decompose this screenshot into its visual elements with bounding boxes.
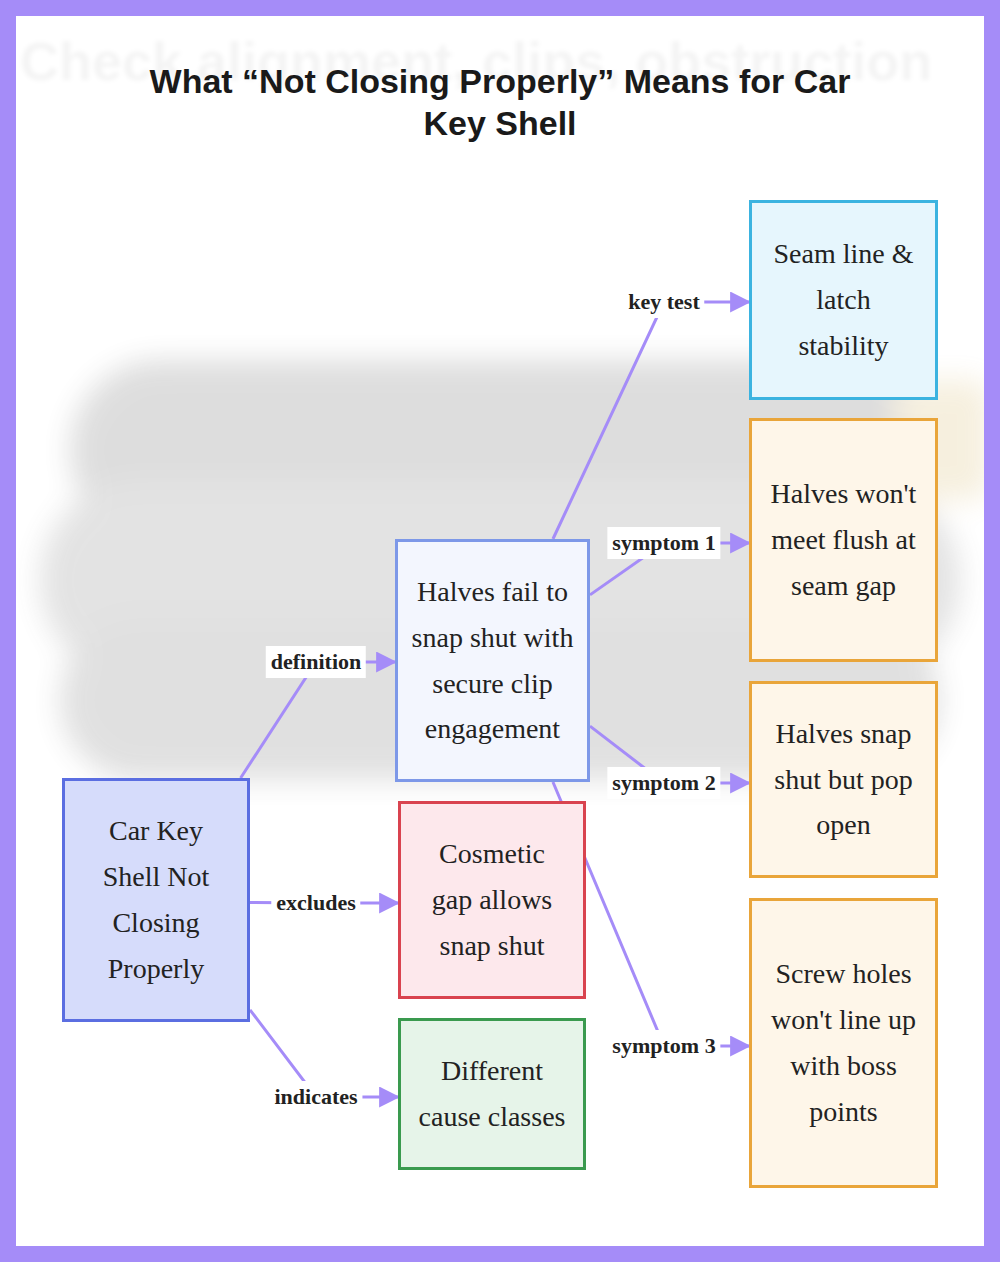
edge-label: symptom 3 <box>607 1030 720 1062</box>
node-text: Seam line & latch stability <box>770 231 917 369</box>
diagram-title: What “Not Closing Properly” Means for Ca… <box>140 60 860 144</box>
definition-box: Halves fail to snap shut with secure cli… <box>395 539 590 782</box>
connector-line <box>553 302 749 539</box>
node-text: Cosmetic gap allows snap shut <box>419 831 565 969</box>
symptom-box: Halves snap shut but pop open <box>749 681 938 878</box>
root-box: Car Key Shell Not Closing Properly <box>62 778 250 1022</box>
node-text: Halves fail to snap shut with secure cli… <box>408 569 577 753</box>
node-text: Car Key Shell Not Closing Properly <box>79 808 233 992</box>
cause-box: Different cause classes <box>398 1018 586 1170</box>
node-text: Halves won't meet flush at seam gap <box>766 471 921 609</box>
exclusion-box: Cosmetic gap allows snap shut <box>398 801 586 999</box>
symptom-box: Halves won't meet flush at seam gap <box>749 418 938 662</box>
connector-line <box>241 662 395 778</box>
node-text: Halves snap shut but pop open <box>760 711 927 849</box>
symptom-box: Screw holes won't line up with boss poin… <box>749 898 938 1188</box>
edge-label: indicates <box>269 1081 362 1113</box>
node-text: Screw holes won't line up with boss poin… <box>760 951 927 1135</box>
edge-label: excludes <box>271 887 360 919</box>
key-test-box: Seam line & latch stability <box>749 200 938 400</box>
edge-label: symptom 2 <box>607 767 720 799</box>
node-text: Different cause classes <box>409 1048 575 1140</box>
edge-label: definition <box>266 646 366 678</box>
edge-label: symptom 1 <box>607 527 720 559</box>
edge-label: key test <box>623 286 704 318</box>
